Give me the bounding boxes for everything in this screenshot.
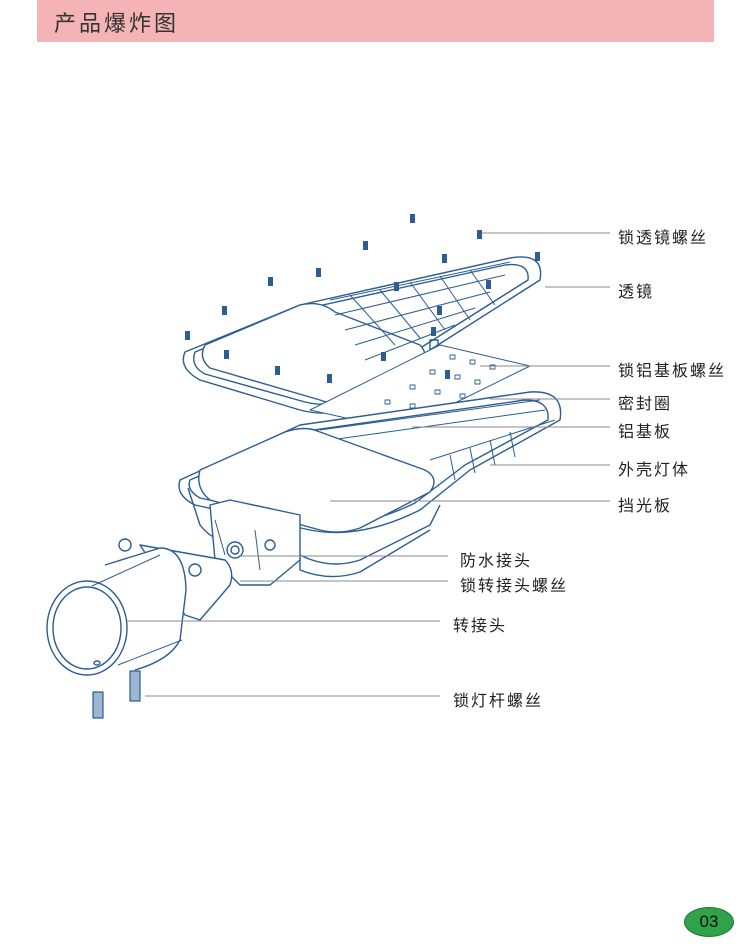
page-title: 产品爆炸图 <box>54 12 180 37</box>
label-adapter-screw: 锁转接头螺丝 <box>460 576 569 595</box>
leader-lines <box>127 232 610 697</box>
label-adapter: 转接头 <box>453 616 508 635</box>
label-aluminum-board: 铝基板 <box>618 422 673 441</box>
header-bar: 产品爆炸图 <box>37 0 714 42</box>
label-waterproof-connector: 防水接头 <box>460 551 533 570</box>
label-seal-ring: 密封圈 <box>618 394 673 413</box>
pole-adapter <box>46 538 233 676</box>
label-light-shield: 挡光板 <box>618 496 673 515</box>
label-housing: 外壳灯体 <box>618 460 691 479</box>
label-pole-screw: 锁灯杆螺丝 <box>453 691 544 710</box>
label-lens-screw: 锁透镜螺丝 <box>618 228 709 247</box>
lens-array <box>329 261 511 361</box>
page-number-badge: 03 <box>684 907 734 937</box>
label-lens: 透镜 <box>618 282 655 301</box>
screws <box>185 214 540 383</box>
pole-screws <box>92 670 141 719</box>
label-board-screw: 锁铝基板螺丝 <box>618 361 727 380</box>
